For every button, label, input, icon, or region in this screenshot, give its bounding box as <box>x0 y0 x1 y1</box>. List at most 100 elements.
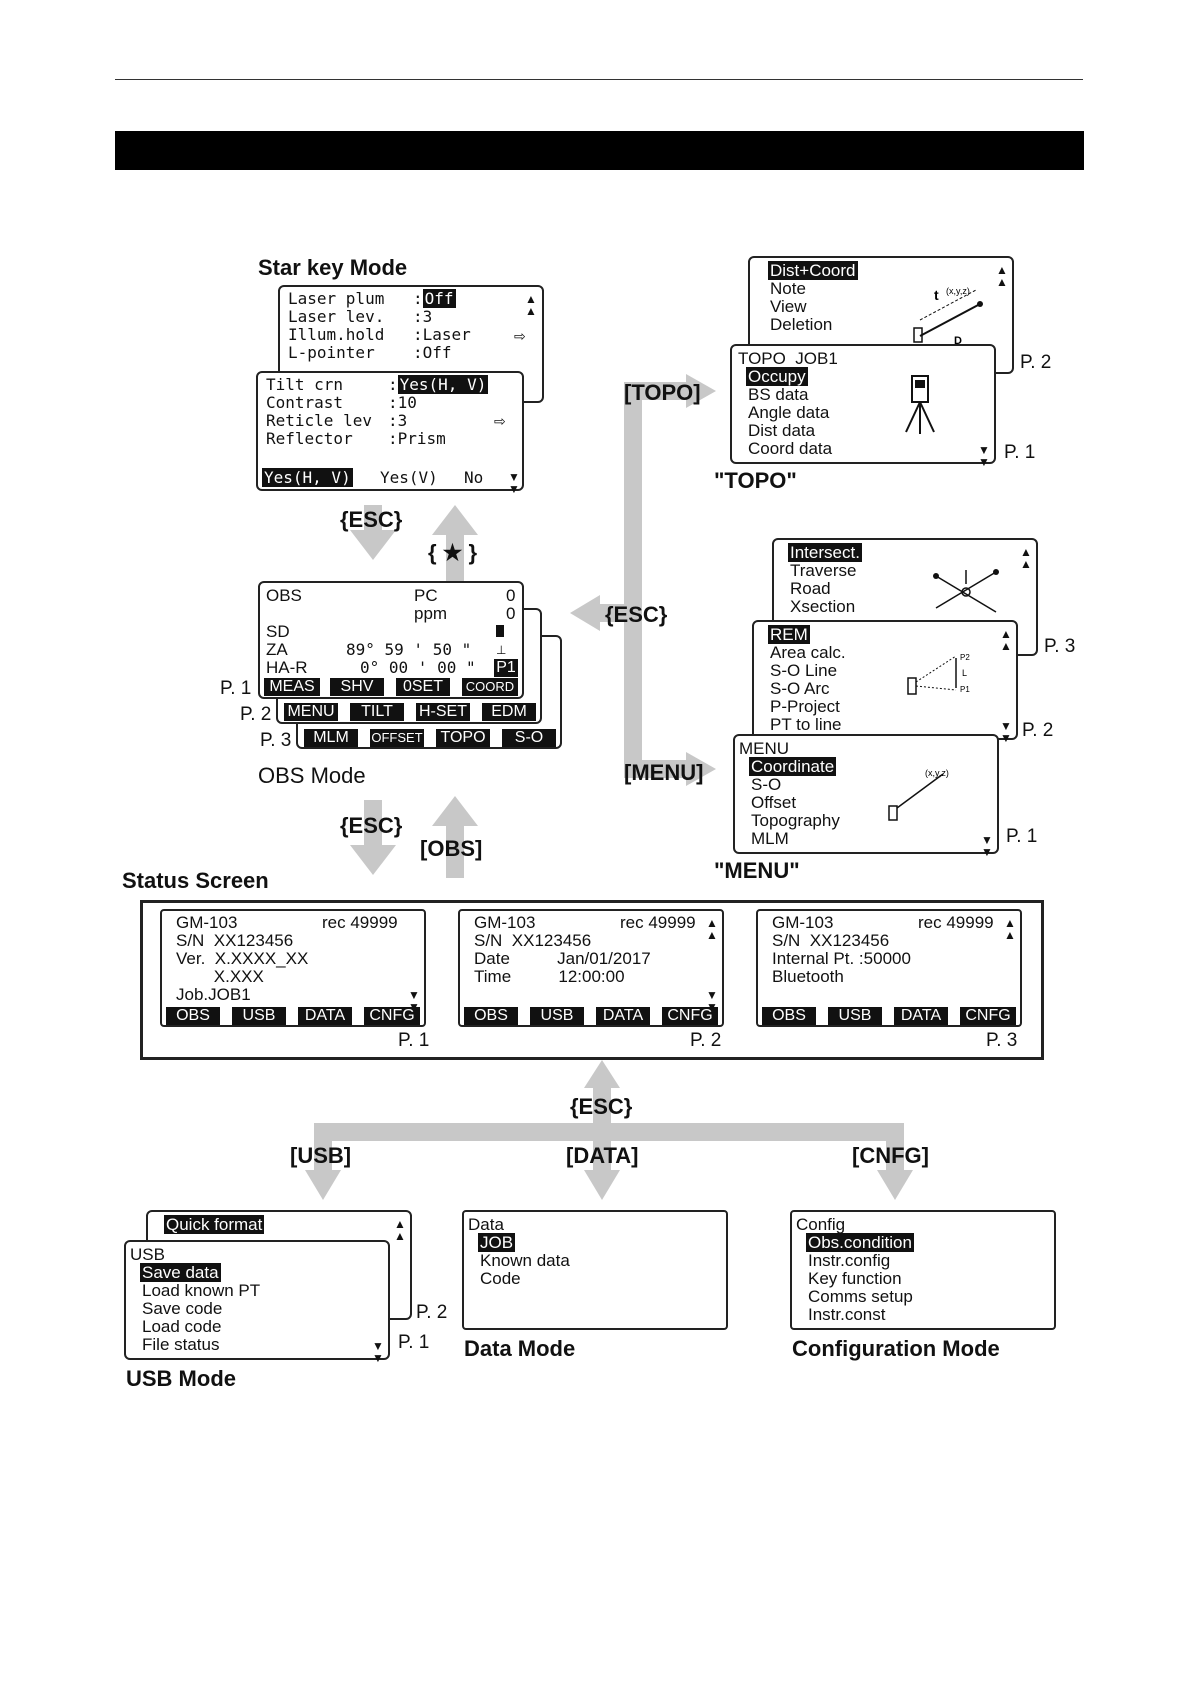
softkey-coord[interactable]: COORD <box>462 678 518 696</box>
softkey-mlm[interactable]: MLM <box>304 729 358 747</box>
topo-item[interactable]: View <box>770 297 807 316</box>
usb-item[interactable]: Save code <box>142 1299 223 1318</box>
config-item[interactable]: Instr.const <box>808 1305 886 1324</box>
usb-item[interactable]: File status <box>142 1335 220 1354</box>
usb-item[interactable]: Load code <box>142 1317 222 1336</box>
menu-item[interactable]: Topography <box>751 811 840 830</box>
option-yes-hv[interactable]: Yes(H, V) <box>262 468 353 487</box>
topo-item[interactable]: Angle data <box>748 403 830 422</box>
star-value[interactable]: 10 <box>397 393 417 412</box>
softkey-cnfg[interactable]: CNFG <box>662 1007 718 1025</box>
usb-item-highlighted[interactable]: Quick format <box>164 1215 265 1234</box>
star-value[interactable]: 3 <box>397 411 408 430</box>
softkey-edm[interactable]: EDM <box>482 703 536 721</box>
topo-item[interactable]: Deletion <box>770 315 833 334</box>
page-label: P. 1 <box>1006 826 1038 847</box>
edit-indicator-icon: ⇨ <box>514 328 526 344</box>
topo-header: TOPO JOB1 <box>738 349 838 368</box>
instrument-tripod-icon <box>905 375 935 434</box>
menu-item-highlighted[interactable]: REM <box>768 625 810 644</box>
topo-item[interactable]: Note <box>770 279 806 298</box>
page-label: P. 3 <box>260 730 292 751</box>
softkey-obs[interactable]: OBS <box>166 1007 220 1025</box>
star-value[interactable]: 3 <box>422 307 433 326</box>
har-label: HA-R <box>266 658 308 677</box>
softkey-0set[interactable]: 0SET <box>396 678 450 696</box>
topo-item-highlighted[interactable]: Occupy <box>746 367 808 386</box>
sd-label: SD <box>266 622 290 641</box>
star-value-highlighted[interactable]: Off <box>422 289 456 308</box>
softkey-data[interactable]: DATA <box>894 1007 948 1025</box>
softkey-meas[interactable]: MEAS <box>264 678 320 696</box>
topo-item[interactable]: BS data <box>748 385 809 404</box>
star-value[interactable]: Laser <box>422 325 471 344</box>
menu-item[interactable]: Area calc. <box>770 643 846 662</box>
softkey-topo[interactable]: TOPO <box>436 729 490 747</box>
data-item[interactable]: Known data <box>480 1251 570 1270</box>
obs-title: OBS <box>266 586 302 605</box>
za-value: 89° 59 ' 50 " <box>346 640 472 659</box>
star-value[interactable]: Prism <box>397 429 446 448</box>
page-indicator: P1 <box>494 659 518 677</box>
page-down-icon: ▼▼ <box>978 443 990 469</box>
star-row: Reticle lev <box>266 411 372 430</box>
menu-item[interactable]: P-Project <box>770 697 840 716</box>
config-item[interactable]: Instr.config <box>808 1251 891 1270</box>
page-up-icon: ▲▲ <box>525 292 537 318</box>
section-header-bar <box>115 131 1084 170</box>
softkey-usb[interactable]: USB <box>828 1007 882 1025</box>
star-value[interactable]: Off <box>422 343 452 362</box>
softkey-obs[interactable]: OBS <box>464 1007 518 1025</box>
svg-text:(x,y,z): (x,y,z) <box>946 286 970 296</box>
esc-up-arrow-status <box>584 1060 620 1088</box>
softkey-hset[interactable]: H-SET <box>416 703 470 721</box>
menu-item[interactable]: Road <box>790 579 831 598</box>
usb-item[interactable]: Load known PT <box>142 1281 261 1300</box>
menu-item-highlighted[interactable]: Intersect. <box>788 543 862 562</box>
menu-item[interactable]: S-O <box>751 775 782 794</box>
usb-key-label: [USB] <box>290 1143 352 1168</box>
softkey-cnfg[interactable]: CNFG <box>960 1007 1016 1025</box>
softkey-obs[interactable]: OBS <box>762 1007 816 1025</box>
topo-item-highlighted[interactable]: Dist+Coord <box>768 261 858 280</box>
star-mode-title: Star key Mode <box>258 255 408 280</box>
page-label: P. 1 <box>398 1332 430 1353</box>
menu-item[interactable]: Offset <box>751 793 797 812</box>
usb-mode-caption: USB Mode <box>126 1366 236 1391</box>
softkey-tilt[interactable]: TILT <box>350 703 404 721</box>
data-item-highlighted[interactable]: JOB <box>478 1233 516 1252</box>
softkey-menu[interactable]: MENU <box>284 703 338 721</box>
menu-item-highlighted[interactable]: Coordinate <box>749 757 837 776</box>
softkey-usb[interactable]: USB <box>232 1007 286 1025</box>
config-item[interactable]: Key function <box>808 1269 902 1288</box>
usb-item-highlighted[interactable]: Save data <box>140 1263 221 1282</box>
menu-item[interactable]: Xsection <box>790 597 856 616</box>
rec-count: rec 49999 <box>620 913 696 932</box>
star-row: L-pointer <box>288 343 375 362</box>
star-row: Laser plum <box>288 289 385 308</box>
topo-menu-trunk <box>624 382 642 778</box>
softkey-cnfg[interactable]: CNFG <box>364 1007 420 1025</box>
softkey-usb[interactable]: USB <box>530 1007 584 1025</box>
menu-item[interactable]: Traverse <box>790 561 857 580</box>
data-item[interactable]: Code <box>480 1269 521 1288</box>
option-yes-v[interactable]: Yes(V) <box>380 468 438 487</box>
star-value-highlighted[interactable]: Yes(H, V) <box>397 375 489 394</box>
menu-item[interactable]: S-O Arc <box>770 679 830 698</box>
page-up-icon: ▲▲ <box>706 916 718 942</box>
softkey-data[interactable]: DATA <box>298 1007 352 1025</box>
softkey-so[interactable]: S-O <box>502 729 556 747</box>
menu-item[interactable]: MLM <box>751 829 789 848</box>
menu-item[interactable]: PT to line <box>770 715 842 734</box>
star-key-label: { ★ } <box>428 540 478 565</box>
softkey-shv[interactable]: SHV <box>330 678 384 696</box>
softkey-offset[interactable]: OFFSET <box>370 729 424 747</box>
option-no[interactable]: No <box>464 468 484 487</box>
topo-item[interactable]: Dist data <box>748 421 816 440</box>
config-item[interactable]: Comms setup <box>808 1287 913 1306</box>
softkey-data[interactable]: DATA <box>596 1007 650 1025</box>
menu-item[interactable]: S-O Line <box>770 661 838 680</box>
status-screen-page3: GM-103 rec 49999 ▲▲ S/N XX123456 Interna… <box>756 909 1022 1027</box>
config-item-highlighted[interactable]: Obs.condition <box>806 1233 914 1252</box>
topo-item[interactable]: Coord data <box>748 439 833 458</box>
